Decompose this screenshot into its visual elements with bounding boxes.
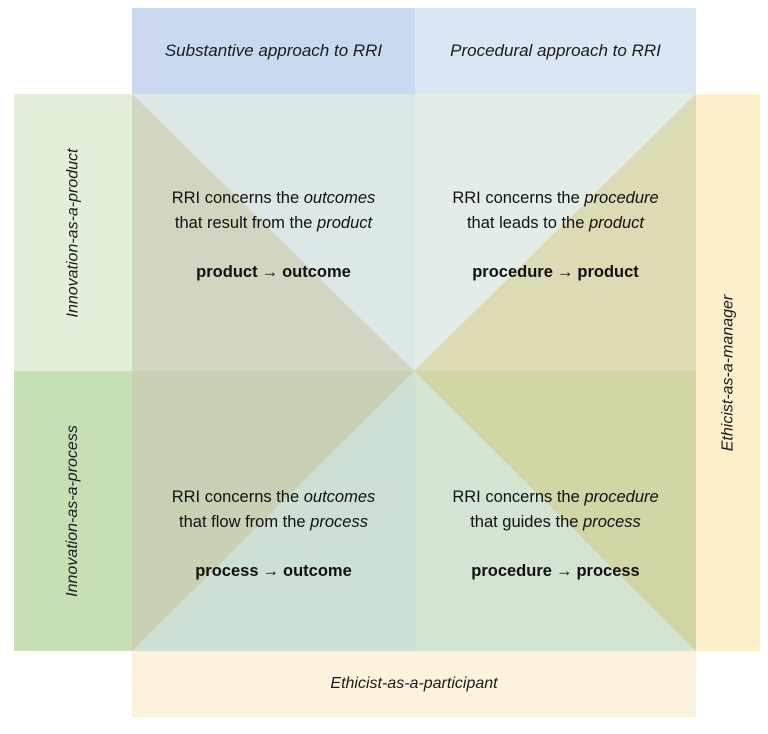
cell-line-1: RRI concerns the procedure [452, 487, 659, 506]
arrow-right-icon: → [556, 262, 574, 281]
innovation-product-label: Innovation-as-a-product [64, 148, 82, 317]
manager-band [696, 94, 760, 651]
cell-line-1: RRI concerns the outcomes [171, 487, 376, 506]
procedural-approach-header: Procedural approach to RRI [415, 8, 696, 94]
procedural-header-panel [415, 8, 696, 94]
cell-rule: procedure→product [472, 262, 639, 281]
innovation-process-label: Innovation-as-a-process [64, 425, 82, 597]
left-triangle [132, 94, 414, 651]
cell-rule: product→outcome [196, 262, 351, 281]
arrow-right-icon: → [261, 262, 279, 281]
participant-band [132, 651, 696, 717]
cell-line-2: that guides the process [470, 512, 641, 531]
quadrant-bottom-right: RRI concerns the procedure that guides t… [415, 479, 696, 589]
ethicist-participant-bottom-label: Ethicist-as-a-participant [132, 651, 696, 717]
cell-line-2: that result from the product [174, 213, 373, 232]
ethicist-manager-side-label: Ethicist-as-a-manager [696, 94, 760, 651]
bottom-triangle [132, 371, 696, 651]
quadrant-top-left: RRI concerns the outcomes that result fr… [132, 180, 415, 290]
process-row-panel [14, 371, 696, 651]
substantive-header-panel [132, 8, 415, 94]
product-row-panel [14, 94, 696, 371]
arrow-right-icon: → [555, 561, 573, 580]
cell-line-1: RRI concerns the outcomes [171, 188, 376, 207]
ethicist-manager-label: Ethicist-as-a-manager [719, 294, 736, 451]
procedural-approach-label: Procedural approach to RRI [450, 41, 661, 60]
procedural-column-overlay [415, 94, 696, 651]
quadrant-top-right: RRI concerns the procedure that leads to… [415, 180, 696, 290]
right-triangle [414, 94, 696, 651]
substantive-approach-header: Substantive approach to RRI [132, 8, 415, 94]
innovation-process-row-label: Innovation-as-a-process [14, 371, 132, 651]
top-triangle [132, 94, 696, 371]
substantive-approach-label: Substantive approach to RRI [164, 41, 383, 60]
cell-rule: process→outcome [195, 561, 352, 580]
quadrant-bottom-left: RRI concerns the outcomes that flow from… [132, 479, 415, 589]
cell-rule: procedure→process [471, 561, 640, 580]
cell-line-1: RRI concerns the procedure [452, 188, 659, 207]
arrow-right-icon: → [262, 561, 280, 580]
cell-line-2: that flow from the process [179, 512, 368, 531]
innovation-product-row-label: Innovation-as-a-product [14, 94, 132, 371]
ethicist-participant-label: Ethicist-as-a-participant [330, 675, 498, 692]
cell-line-2: that leads to the product [466, 213, 645, 232]
substantive-column-overlay [132, 94, 415, 651]
